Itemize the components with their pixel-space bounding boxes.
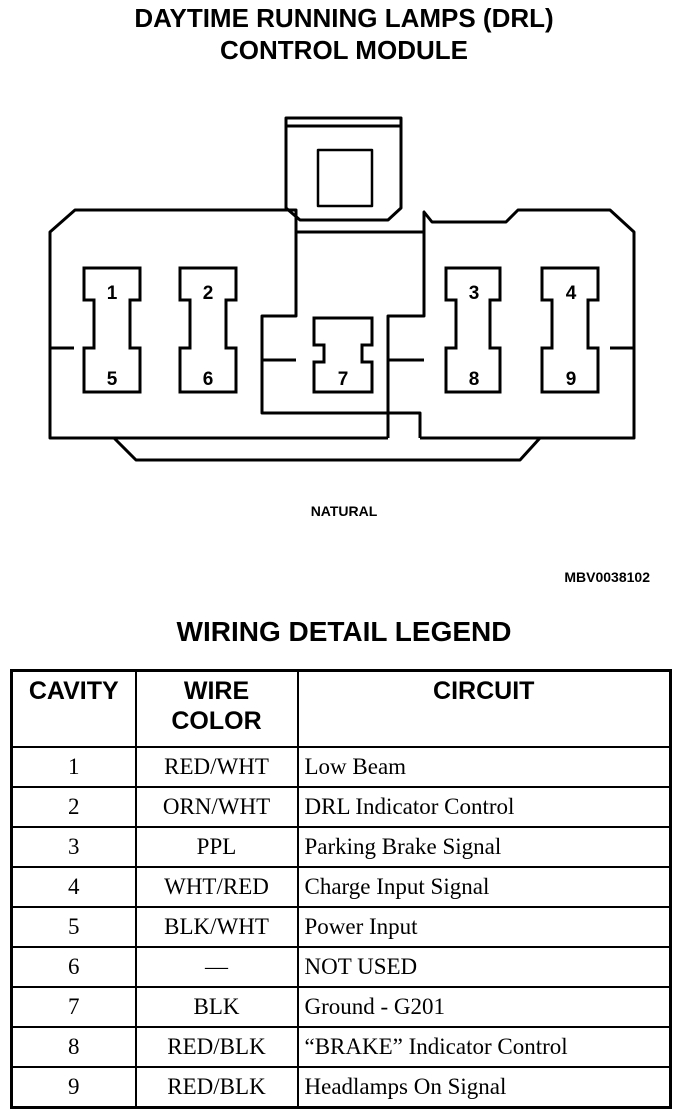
table-row: 6 — NOT USED	[10, 946, 672, 988]
latch-inner	[316, 148, 374, 208]
cell-wire-color: BLK	[134, 986, 299, 1028]
header-wire-color: WIRE COLOR	[134, 669, 299, 748]
cavity-label-1: 1	[107, 283, 118, 304]
cell-wire-color: —	[134, 946, 299, 988]
table-header-row: CAVITY WIRE COLOR CIRCUIT	[10, 669, 672, 748]
cavity-label-2: 2	[203, 283, 214, 304]
title-line-1: DAYTIME RUNNING LAMPS (DRL)	[134, 3, 554, 33]
header-wire-color-line2: COLOR	[171, 707, 262, 735]
cell-circuit: Charge Input Signal	[296, 866, 672, 908]
cell-circuit: Headlamps On Signal	[296, 1066, 672, 1109]
cavity-outline-3-8	[444, 266, 502, 394]
cavity-label-6: 6	[203, 369, 214, 390]
cavity-label-7: 7	[338, 369, 349, 390]
cell-cavity: 9	[10, 1066, 137, 1109]
legend-title: WIRING DETAIL LEGEND	[176, 616, 512, 647]
cell-cavity: 6	[10, 946, 137, 988]
cell-circuit: “BRAKE” Indicator Control	[296, 1026, 672, 1068]
table-row: 4 WHT/RED Charge Input Signal	[10, 866, 672, 908]
table-row: 1 RED/WHT Low Beam	[10, 746, 672, 788]
figure-code: MBV0038102	[564, 569, 650, 585]
cell-circuit: Parking Brake Signal	[296, 826, 672, 868]
cavity-label-5: 5	[107, 369, 118, 390]
cavity-label-4: 4	[566, 283, 577, 304]
cavity-label-9: 9	[566, 369, 577, 390]
table-row: 7 BLK Ground - G201	[10, 986, 672, 1028]
cell-wire-color: BLK/WHT	[134, 906, 299, 948]
cell-cavity: 5	[10, 906, 137, 948]
wiring-legend-table: CAVITY WIRE COLOR CIRCUIT 1 RED/WHT Low …	[10, 669, 672, 1109]
cell-cavity: 3	[10, 826, 137, 868]
cell-circuit: DRL Indicator Control	[296, 786, 672, 828]
cavity-outline-1-5	[82, 266, 142, 394]
cell-circuit: NOT USED	[296, 946, 672, 988]
cell-circuit: Power Input	[296, 906, 672, 948]
connector-diagram: 1 5 2 6 7 3 8 4 9	[48, 116, 636, 462]
cell-cavity: 4	[10, 866, 137, 908]
cell-cavity: 2	[10, 786, 137, 828]
housing-outline	[48, 208, 636, 462]
table-row: 2 ORN/WHT DRL Indicator Control	[10, 786, 672, 828]
cell-cavity: 7	[10, 986, 137, 1028]
latch-outer	[284, 116, 403, 222]
cell-wire-color: ORN/WHT	[134, 786, 299, 828]
table-row: 5 BLK/WHT Power Input	[10, 906, 672, 948]
cavity-label-3: 3	[469, 283, 480, 304]
cell-cavity: 1	[10, 746, 137, 788]
title-line-2: CONTROL MODULE	[220, 35, 468, 65]
cell-wire-color: RED/BLK	[134, 1026, 299, 1068]
table-row: 3 PPL Parking Brake Signal	[10, 826, 672, 868]
cell-wire-color: RED/BLK	[134, 1066, 299, 1109]
cavity-outline-2-6	[178, 266, 238, 394]
header-circuit: CIRCUIT	[296, 669, 672, 748]
cavity-outline-7	[312, 316, 374, 394]
cell-circuit: Ground - G201	[296, 986, 672, 1028]
connector-color-label: NATURAL	[310, 503, 378, 519]
cell-cavity: 8	[10, 1026, 137, 1068]
table-row: 9 RED/BLK Headlamps On Signal	[10, 1066, 672, 1109]
cell-wire-color: PPL	[134, 826, 299, 868]
header-wire-color-line1: WIRE	[183, 677, 250, 705]
cell-wire-color: RED/WHT	[134, 746, 299, 788]
bottom-key	[386, 411, 422, 438]
cavity-label-8: 8	[469, 369, 480, 390]
cell-wire-color: WHT/RED	[134, 866, 299, 908]
cavity-outline-4-9	[540, 266, 600, 394]
cell-circuit: Low Beam	[296, 746, 672, 788]
header-cavity: CAVITY	[10, 669, 137, 748]
table-row: 8 RED/BLK “BRAKE” Indicator Control	[10, 1026, 672, 1068]
